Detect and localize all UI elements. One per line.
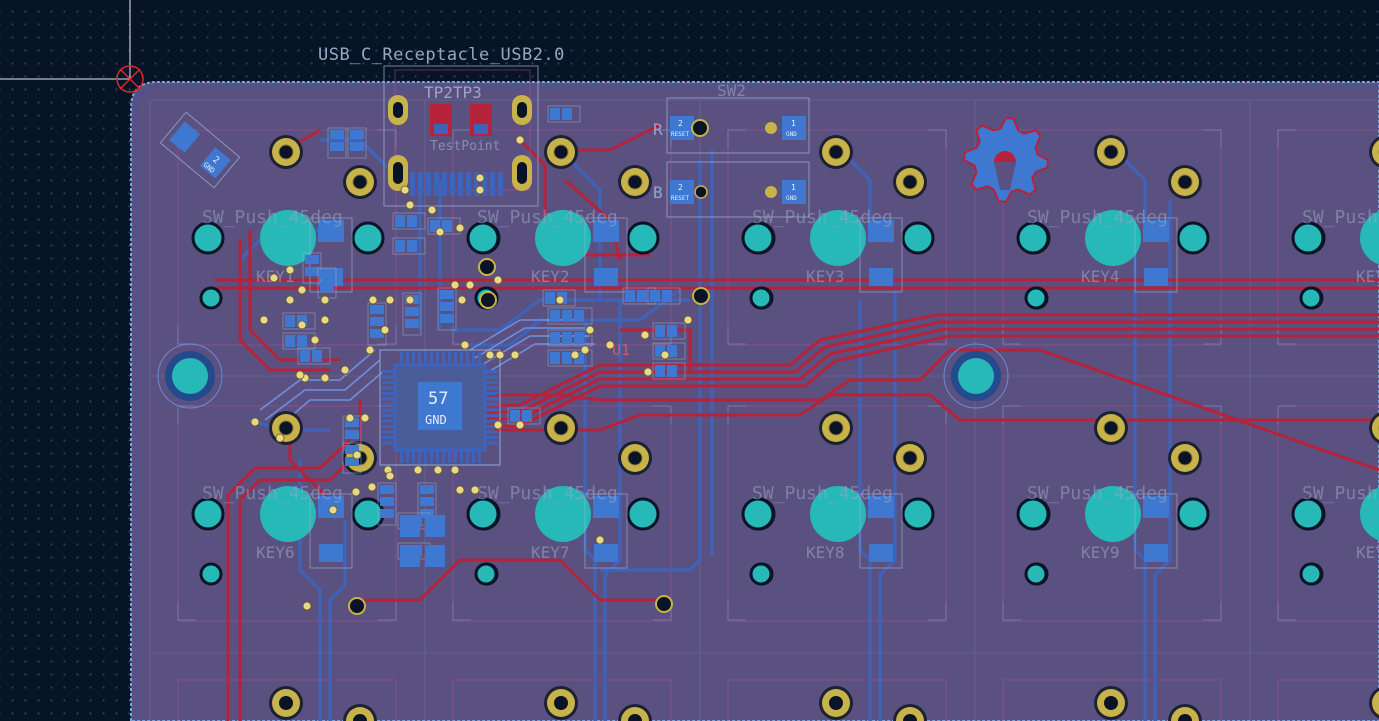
mounting-hole[interactable] <box>943 343 1009 409</box>
key-pin <box>1168 704 1202 721</box>
key-switch[interactable]: SW_Push_45degKEY5 <box>1291 135 1379 310</box>
usb-c-connector[interactable]: USB_C_Receptacle_USB2.0 <box>318 45 565 207</box>
vias <box>250 119 710 615</box>
testpoint-ref: TestPoint <box>430 139 500 154</box>
boot-letter: B <box>653 183 663 202</box>
reset-pad-1: 1 <box>791 119 796 128</box>
key-ref-label: KEY7 <box>531 543 570 562</box>
smd-passive[interactable] <box>392 237 426 255</box>
smd-passive[interactable] <box>437 287 457 331</box>
crosshair-cursor-icon <box>0 0 131 80</box>
key-ref-label: KEY9 <box>1081 543 1120 562</box>
key-switch-layer: SW_Push_45degKEY1SW_Push_45degKEY2SW_Pus… <box>191 135 1379 721</box>
smd-capacitor[interactable] <box>425 515 445 537</box>
mcu-ref: U1 <box>612 341 630 359</box>
key-value-label: SW_Push_45deg <box>1302 483 1379 504</box>
smd-capacitor[interactable] <box>400 515 420 537</box>
key-ref-label: KEY2 <box>531 267 570 286</box>
key-pin <box>1369 687 1379 719</box>
smd-passive[interactable] <box>547 307 593 325</box>
key-value-label: SW_Push_45deg <box>752 207 893 228</box>
mcu-pad-net: GND <box>425 413 447 427</box>
mounting-hole[interactable] <box>157 343 223 409</box>
key-ref-label: KEY6 <box>256 543 295 562</box>
testpoint-label: TP2TP3 <box>424 83 482 102</box>
key-value-label: SW_Push_45deg <box>1027 483 1168 504</box>
reset-net-left: RESET <box>671 131 689 138</box>
switch-ref: SW2 <box>717 81 746 100</box>
reset-net-right: GND <box>786 131 797 138</box>
boot-net-right: GND <box>786 195 797 202</box>
reset-switch[interactable]: 2 RESET 1 GND 2 RESET 1 GND SW2 R B <box>653 81 810 218</box>
smd-passive[interactable] <box>547 105 581 123</box>
smd-passive[interactable] <box>547 349 593 367</box>
smd-capacitor[interactable] <box>425 545 445 567</box>
smd-passive[interactable] <box>547 329 593 347</box>
testpoints[interactable]: TP2TP3 TestPoint <box>424 83 500 154</box>
key-ref-label: KEY4 <box>1081 267 1120 286</box>
smd-passive[interactable] <box>327 127 347 159</box>
key-pin <box>819 686 853 720</box>
key-ref-label: KEY10 <box>1356 543 1379 562</box>
smd-passive[interactable] <box>392 212 426 230</box>
key-value-label: SW_Push_45deg <box>477 483 618 504</box>
grid-origin-icon <box>116 65 144 93</box>
smd-passive[interactable] <box>377 482 397 526</box>
boot-pad-1: 1 <box>791 183 796 192</box>
smd-capacitor[interactable] <box>400 545 420 567</box>
smd-components[interactable] <box>282 105 686 567</box>
smd-passive[interactable] <box>652 362 686 380</box>
key-ref-label: KEY8 <box>806 543 845 562</box>
corner-pad-num: 2 <box>210 155 221 166</box>
mcu-chip[interactable]: 57 GND U1 <box>379 341 630 466</box>
key-pin <box>269 686 303 720</box>
mcu-pad-number: 57 <box>428 389 448 409</box>
key-switch[interactable]: SW_Push_45degKEY10 <box>1291 411 1379 586</box>
key-value-label: SW_Push_45deg <box>1027 207 1168 228</box>
usb-connector-label: USB_C_Receptacle_USB2.0 <box>318 45 565 65</box>
smd-passive[interactable] <box>367 302 387 346</box>
reset-letter: R <box>653 120 663 139</box>
key-ref-label: KEY3 <box>806 267 845 286</box>
key-value-label: SW_Push_45deg <box>477 207 618 228</box>
key-pin <box>343 704 377 721</box>
boot-net-left: RESET <box>671 195 689 202</box>
boot-pad-2: 2 <box>678 183 683 192</box>
smd-passive[interactable] <box>342 442 362 474</box>
smd-passive[interactable] <box>347 127 367 159</box>
key-ref-label: KEY5 <box>1356 267 1379 286</box>
key-value-label: SW_Push_45deg <box>202 483 343 504</box>
key-pin <box>544 686 578 720</box>
smd-passive[interactable] <box>297 347 331 365</box>
oshw-gear-logo-icon <box>962 116 1050 204</box>
smd-passive[interactable] <box>652 322 686 340</box>
key-value-label: SW_Push_45deg <box>202 207 343 228</box>
key-pin <box>1094 686 1128 720</box>
key-value-label: SW_Push_45deg <box>1302 207 1379 228</box>
key-pin <box>893 704 927 721</box>
reset-pad-2: 2 <box>678 119 683 128</box>
smd-passive[interactable] <box>647 287 681 305</box>
smd-passive[interactable] <box>652 342 686 360</box>
key-pin <box>618 704 652 721</box>
key-value-label: SW_Push_45deg <box>752 483 893 504</box>
